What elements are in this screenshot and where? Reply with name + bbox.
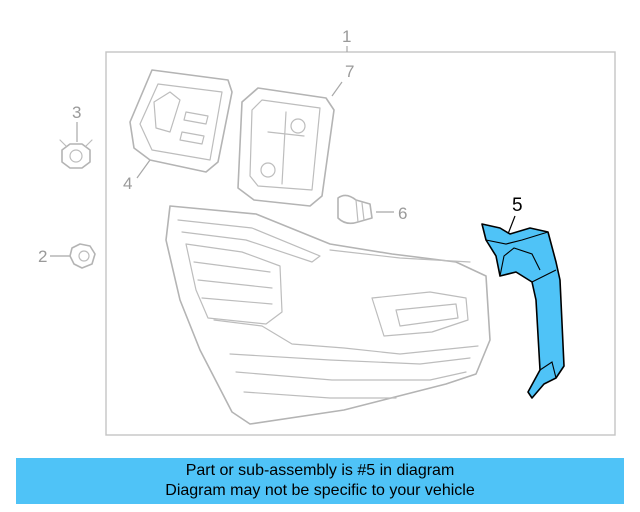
callout-2-label: 2	[38, 247, 47, 266]
callout-1[interactable]: 1	[342, 27, 351, 52]
callout-7-label: 7	[345, 62, 354, 81]
part-2-nut[interactable]: 2	[38, 243, 96, 269]
parts-diagram: 1 3 2 4 7 6	[38, 27, 616, 436]
callout-1-label: 1	[342, 27, 351, 46]
banner-line-1: Part or sub-assembly is #5 in diagram	[185, 462, 455, 479]
part-3-grommet[interactable]: 3	[59, 103, 93, 169]
part-1-tail-lamp[interactable]	[165, 205, 491, 425]
info-banner: Part or sub-assembly is #5 in diagram Di…	[16, 458, 624, 504]
part-7-socket[interactable]: 7	[237, 62, 354, 207]
banner-line-2: Diagram may not be specific to your vehi…	[165, 482, 475, 499]
callout-3-label: 3	[72, 103, 81, 122]
callout-6-label: 6	[398, 204, 407, 223]
part-5-bracket[interactable]: 5	[481, 195, 565, 399]
callout-4-label: 4	[123, 174, 132, 193]
part-6-bulb[interactable]: 6	[337, 194, 407, 225]
part-4-gasket[interactable]: 4	[123, 69, 233, 193]
callout-5-label: 5	[512, 195, 523, 216]
diagram-frame	[105, 51, 616, 436]
